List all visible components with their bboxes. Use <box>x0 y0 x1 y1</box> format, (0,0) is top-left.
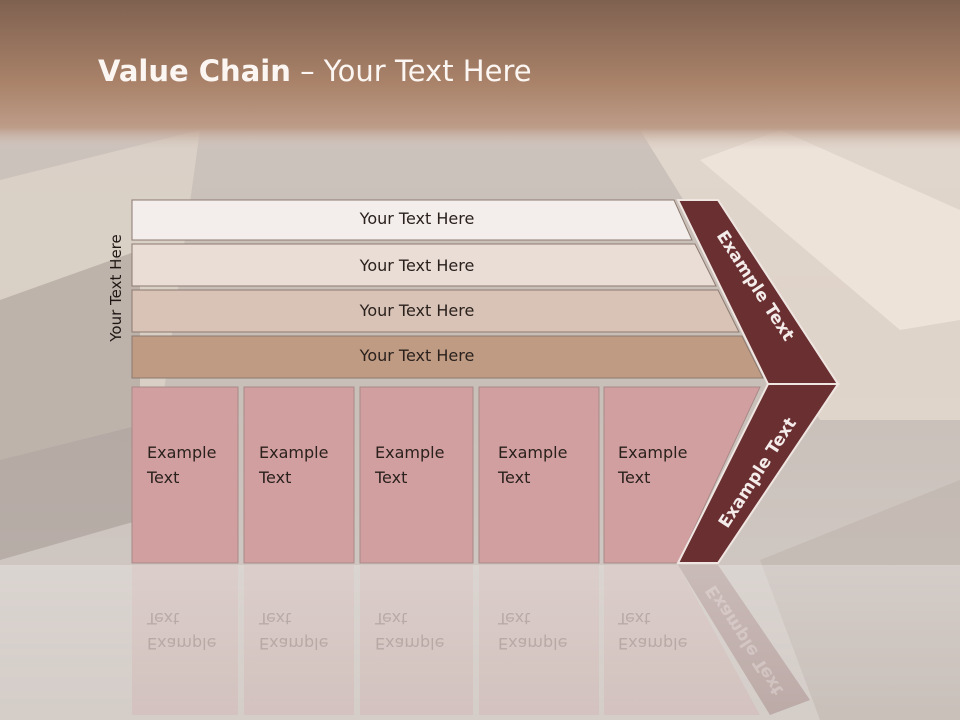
cell-reflection-3-text: Example Text <box>375 606 475 656</box>
cell-reflection-1-line1: Example <box>147 634 217 653</box>
cell-text-5-line2: Text <box>618 468 651 487</box>
cell-reflection-2-text: Example Text <box>259 606 359 656</box>
cell-reflection-5-line2: Text <box>618 609 651 628</box>
row-label-4: Your Text Here <box>359 346 475 365</box>
cell-reflection-3-line2: Text <box>375 609 408 628</box>
title-bold: Value Chain <box>98 54 291 88</box>
row-label-1: Your Text Here <box>359 209 475 228</box>
row-label-3: Your Text Here <box>359 301 475 320</box>
cell-reflection-4-line1: Example <box>498 634 568 653</box>
cell-reflection-4-line2: Text <box>498 609 531 628</box>
cell-text-1-line1: Example <box>147 443 217 462</box>
cell-text-5-line1: Example <box>618 443 688 462</box>
cell-reflection-4-text: Example Text <box>498 606 598 656</box>
cell-reflection-5-text: Example Text <box>618 606 718 656</box>
row-bar-3 <box>131 289 740 333</box>
row-bar-2 <box>131 243 717 287</box>
cell-reflection-1: Example Text <box>132 560 252 720</box>
chevron-arrow <box>676 199 840 564</box>
cell-text-3-line2: Text <box>375 468 408 487</box>
cell-text-1: Example Text <box>147 440 247 490</box>
cell-4 <box>478 386 600 564</box>
header-band <box>0 0 960 150</box>
cell-1 <box>131 386 239 564</box>
slide-title: Value Chain – Your Text Here <box>98 54 532 88</box>
cell-text-1-line2: Text <box>147 468 180 487</box>
row-label-2: Your Text Here <box>359 256 475 275</box>
cell-text-3-line1: Example <box>375 443 445 462</box>
cells <box>131 386 761 564</box>
cell-reflection-3-line1: Example <box>375 634 445 653</box>
cell-reflection-2-line1: Example <box>259 634 329 653</box>
cell-text-2: Example Text <box>259 440 359 490</box>
title-rest: – Your Text Here <box>290 54 532 88</box>
cell-2 <box>243 386 355 564</box>
cell-reflection-3: Example Text <box>360 560 480 720</box>
cell-3 <box>359 386 474 564</box>
cell-reflection-4: Example Text <box>483 560 603 720</box>
cell-reflection-1-line2: Text <box>147 609 180 628</box>
cell-text-3: Example Text <box>375 440 475 490</box>
cell-text-4-line2: Text <box>498 468 531 487</box>
row-bars <box>131 199 764 379</box>
cell-text-5: Example Text <box>618 440 718 490</box>
cell-reflection-5: Example Text <box>603 560 723 720</box>
cell-text-4: Example Text <box>498 440 598 490</box>
cell-reflection-2: Example Text <box>244 560 364 720</box>
row-bar-1 <box>131 199 693 241</box>
row-bar-4 <box>131 335 764 379</box>
side-label-text: Your Text Here <box>107 234 125 342</box>
cell-reflection-2-line2: Text <box>259 609 292 628</box>
cell-text-2-line1: Example <box>259 443 329 462</box>
cell-reflection-1-text: Example Text <box>147 606 247 656</box>
chevron-lower <box>676 383 840 564</box>
cell-text-2-line2: Text <box>259 468 292 487</box>
cell-reflection-5-line1: Example <box>618 634 688 653</box>
cell-text-4-line1: Example <box>498 443 568 462</box>
